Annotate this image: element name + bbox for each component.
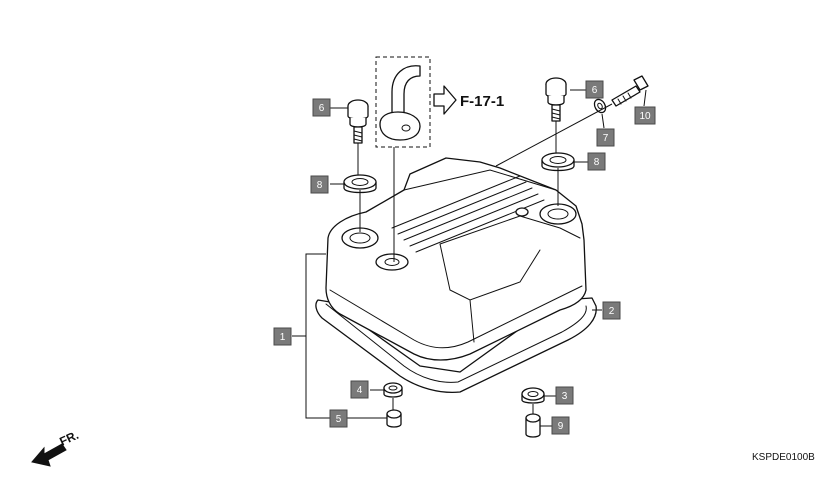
callout-9: 9 <box>551 416 570 435</box>
left-seal-washer <box>343 174 377 194</box>
callout-5: 5 <box>329 409 348 428</box>
svg-text:6: 6 <box>592 85 598 96</box>
reference-label: F-17-1 <box>460 93 504 110</box>
svg-text:6: 6 <box>319 103 325 114</box>
svg-text:4: 4 <box>357 385 363 396</box>
svg-text:3: 3 <box>562 391 568 402</box>
callout-2: 2 <box>602 301 621 320</box>
callout-8-left: 8 <box>310 175 329 194</box>
diagram-code: KSPDE0100B <box>752 452 815 463</box>
right-flange-bolt <box>545 77 567 122</box>
sealing-washer-small <box>593 98 607 114</box>
left-flange-bolt <box>347 99 369 144</box>
callout-7: 7 <box>596 128 615 147</box>
right-seal-washer <box>541 152 575 172</box>
dowel-pin-5 <box>386 409 402 428</box>
svg-text:1: 1 <box>280 332 286 343</box>
svg-text:8: 8 <box>594 157 600 168</box>
svg-text:8: 8 <box>317 180 323 191</box>
reference-arrow <box>433 85 457 115</box>
callout-6-right: 6 <box>585 80 604 99</box>
dowel-pin-9 <box>525 413 541 438</box>
breather-tube-detail <box>375 56 431 262</box>
callout-4: 4 <box>350 380 369 399</box>
callout-6-left: 6 <box>312 98 331 117</box>
rubber-seal-3 <box>521 387 545 404</box>
svg-text:2: 2 <box>609 306 615 317</box>
callout-10: 10 <box>634 106 656 125</box>
callout-1: 1 <box>273 327 292 346</box>
front-direction-label: FR. <box>57 428 80 449</box>
svg-text:9: 9 <box>558 421 564 432</box>
svg-text:5: 5 <box>336 414 342 425</box>
hex-bolt <box>611 75 649 107</box>
svg-text:7: 7 <box>603 133 609 144</box>
svg-text:10: 10 <box>639 111 651 122</box>
front-direction-arrow-icon <box>31 443 67 467</box>
rubber-seal-4 <box>383 382 403 398</box>
callout-8-right: 8 <box>587 152 606 171</box>
callout-3: 3 <box>555 386 574 405</box>
